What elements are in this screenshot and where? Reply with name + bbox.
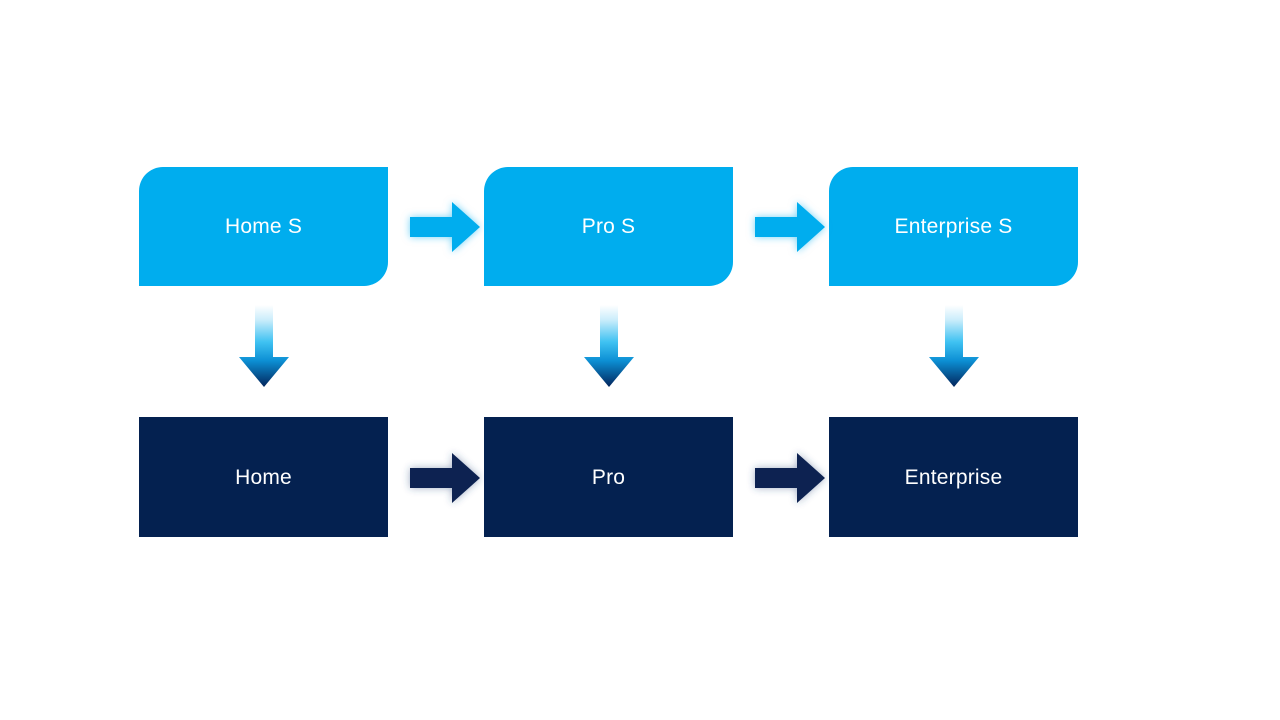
node-label-home: Home xyxy=(235,465,292,489)
arrow-right-home-s-to-pro-s xyxy=(408,199,482,255)
node-label-enterprise-s: Enterprise S xyxy=(894,215,1013,238)
node-enterprise[interactable]: Enterprise xyxy=(829,417,1078,537)
node-label-pro: Pro xyxy=(591,465,626,489)
node-label-pro-s: Pro S xyxy=(581,215,636,238)
arrow-down-enterprise-s-to-enterprise xyxy=(926,305,982,391)
arrow-right-pro-s-to-enterprise-s xyxy=(753,199,827,255)
arrow-down-pro-s-to-pro xyxy=(581,305,637,391)
node-home[interactable]: Home xyxy=(139,417,388,537)
arrow-right-home-to-pro xyxy=(408,450,482,506)
node-home-s[interactable]: Home S xyxy=(139,167,388,286)
node-pro-s[interactable]: Pro S xyxy=(484,167,733,286)
node-enterprise-s[interactable]: Enterprise S xyxy=(829,167,1078,286)
node-pro[interactable]: Pro xyxy=(484,417,733,537)
node-label-enterprise: Enterprise xyxy=(904,465,1003,489)
node-label-home-s: Home S xyxy=(224,215,303,238)
arrow-down-home-s-to-home xyxy=(236,305,292,391)
arrow-right-pro-to-enterprise xyxy=(753,450,827,506)
